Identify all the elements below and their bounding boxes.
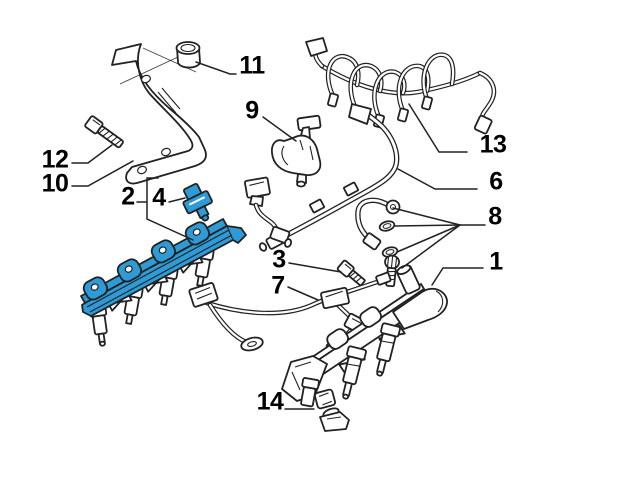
callout-13: 13 — [479, 130, 507, 159]
part-clip-14 — [314, 388, 350, 432]
part-fuel-pipe — [258, 103, 400, 252]
part-connector-hose — [244, 176, 293, 248]
injector — [342, 345, 367, 400]
callout-2: 2 — [121, 182, 135, 211]
part-union-fittings — [355, 197, 401, 288]
callout-11: 11 — [239, 51, 265, 80]
callout-4: 4 — [152, 183, 166, 212]
callout-8: 8 — [488, 202, 502, 231]
callout-6: 6 — [489, 167, 503, 196]
part-clamp — [271, 114, 322, 188]
part-bracket — [111, 43, 207, 185]
part-bolt-3 — [336, 259, 366, 287]
part-bolt-12 — [84, 115, 124, 149]
washer-1 — [378, 220, 396, 232]
callout-1: 1 — [489, 247, 503, 276]
leader-lines — [71, 61, 486, 410]
part-fuel-rail — [281, 264, 448, 408]
part-ignition-harness — [305, 37, 497, 135]
callout-12: 12 — [41, 145, 69, 174]
callout-3: 3 — [272, 245, 286, 274]
injector — [376, 322, 401, 377]
injector — [300, 377, 320, 408]
callout-7: 7 — [271, 271, 285, 300]
callout-14: 14 — [256, 387, 284, 416]
callout-10: 10 — [41, 169, 69, 198]
part-sensor-highlighted — [182, 182, 213, 222]
callout-9: 9 — [245, 96, 259, 125]
part-cap — [175, 41, 201, 69]
part-fuel-rail-highlighted — [80, 218, 247, 317]
